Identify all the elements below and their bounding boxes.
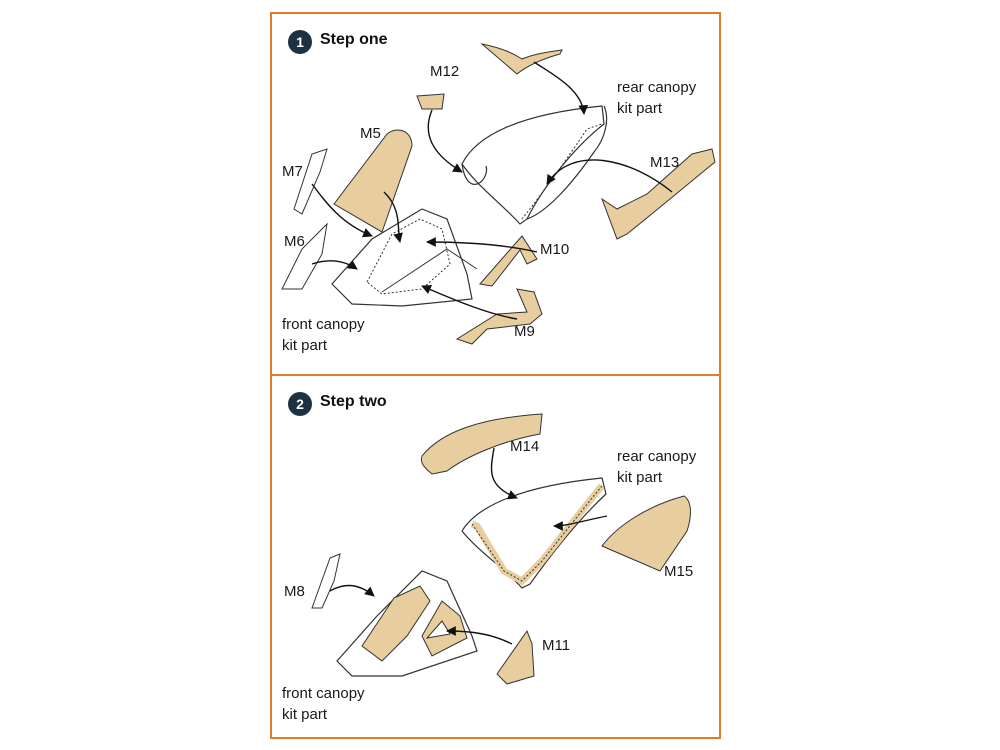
step-two-arrows <box>329 447 608 645</box>
label-m7: M7 <box>282 163 303 180</box>
label-front-canopy-line2: kit part <box>282 337 328 354</box>
mask-m9 <box>455 288 543 345</box>
label-front-canopy-line2: kit part <box>282 706 328 723</box>
step-one-arrows <box>311 61 673 320</box>
mask-m10 <box>479 235 538 287</box>
mask-m11 <box>496 629 535 685</box>
label-rear-canopy-line1: rear canopy <box>617 448 697 465</box>
step-two-number-badge: 2 <box>288 392 312 416</box>
step-one-panel: 1 Step one <box>270 12 721 376</box>
rear-canopy-kit-part <box>461 477 607 589</box>
mask-m13 <box>600 148 716 240</box>
mask-m5 <box>333 129 413 233</box>
label-m8: M8 <box>284 583 305 600</box>
step-two-diagram: M14 rear canopy kit part M15 M8 M11 fron… <box>282 413 697 723</box>
label-front-canopy-line1: front canopy <box>282 316 365 333</box>
rear-canopy-kit-part <box>461 105 608 225</box>
label-rear-canopy-line2: kit part <box>617 100 663 117</box>
front-canopy-kit-part <box>331 208 478 307</box>
mask-m12 <box>416 43 563 110</box>
step-two-title: Step two <box>320 393 387 410</box>
step-two-panel: 2 Step two M14 <box>270 376 721 739</box>
label-m15: M15 <box>664 563 693 580</box>
mask-m15 <box>601 495 691 572</box>
label-m14: M14 <box>510 438 539 455</box>
label-m11: M11 <box>542 637 570 654</box>
step-one-diagram: M12 rear canopy kit part M5 M7 M13 M6 M1… <box>281 43 716 354</box>
label-m12: M12 <box>430 63 459 80</box>
label-m13: M13 <box>650 154 679 171</box>
step-one-title: Step one <box>320 31 388 48</box>
part-m7 <box>293 148 328 215</box>
label-m9: M9 <box>514 323 535 340</box>
part-m6 <box>281 222 328 290</box>
label-rear-canopy-line1: rear canopy <box>617 79 697 96</box>
step-one-number-badge: 1 <box>288 30 312 54</box>
label-rear-canopy-line2: kit part <box>617 469 663 486</box>
mask-m14 <box>420 413 543 475</box>
label-m5: M5 <box>360 125 381 142</box>
label-front-canopy-line1: front canopy <box>282 685 365 702</box>
label-m6: M6 <box>284 233 305 250</box>
front-canopy-kit-part <box>336 570 478 677</box>
label-m10: M10 <box>540 241 569 258</box>
part-m8 <box>311 553 341 609</box>
